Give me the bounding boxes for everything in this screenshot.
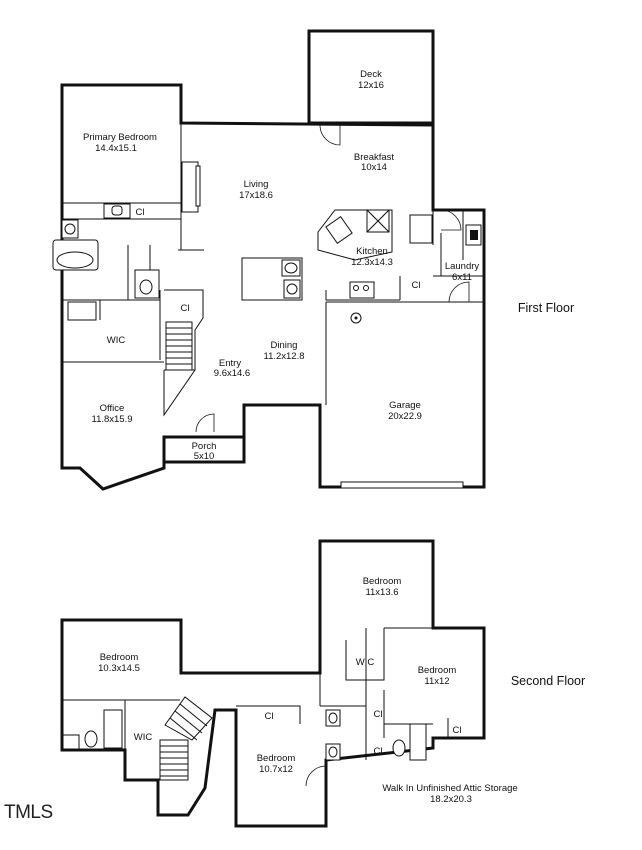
second-floor-title: Second Floor	[511, 674, 585, 688]
room-name-porch: Porch	[192, 441, 217, 452]
room-name-bedroom-2a: Bedroom	[363, 576, 402, 587]
room-size-bedroom-2c: 11x12	[424, 676, 449, 687]
closet-label-entry: Cl	[181, 303, 190, 314]
room-size-porch: 5x10	[194, 451, 215, 462]
first-floor-plan: Deck 12x16 Primary Bedroom 14.4x15.1 Bre…	[52, 29, 574, 491]
room-size-entry: 9.6x14.6	[214, 368, 250, 379]
first-floor-fixtures	[52, 161, 482, 489]
closet-label-bedroom4: Cl	[265, 711, 274, 722]
first-floor-labels: Deck 12x16 Primary Bedroom 14.4x15.1 Bre…	[83, 69, 479, 462]
wic-label-right: WIC	[356, 657, 375, 668]
room-name-bedroom-2b: Bedroom	[100, 652, 139, 663]
room-name-breakfast: Breakfast	[354, 152, 394, 163]
closet-label-upper-bath: Cl	[374, 709, 383, 720]
room-name-dining: Dining	[271, 340, 298, 351]
room-name-kitchen: Kitchen	[356, 246, 388, 257]
second-floor-outer-wall	[60, 539, 486, 828]
first-floor-stairs	[165, 321, 193, 371]
porch-walls	[162, 435, 246, 464]
first-floor-outer-wall	[60, 83, 486, 491]
second-floor-plan: Bedroom 11x13.6 Bedroom 10.3x14.5 Bedroo…	[60, 539, 585, 828]
room-name-bedroom-2d: Bedroom	[257, 753, 296, 764]
room-name-living: Living	[244, 179, 269, 190]
garage-door	[340, 481, 464, 489]
garage-water-heater	[350, 312, 362, 324]
second-floor-stairs	[159, 696, 213, 781]
first-floor-title: First Floor	[518, 301, 574, 315]
deck-walls	[307, 29, 435, 125]
second-floor-doors	[305, 765, 327, 787]
room-name-primary-bedroom: Primary Bedroom	[83, 132, 157, 143]
room-size-bedroom-2d: 10.7x12	[259, 764, 293, 775]
room-name-entry: Entry	[219, 358, 241, 369]
room-size-breakfast: 10x14	[361, 162, 387, 173]
room-name-bedroom-2c: Bedroom	[418, 665, 457, 676]
wic-label-left: WIC	[134, 732, 153, 743]
room-name-deck: Deck	[360, 69, 382, 80]
room-size-bedroom-2a: 11x13.6	[365, 587, 398, 598]
room-name-laundry: Laundry	[445, 261, 480, 272]
second-floor-labels: Bedroom 11x13.6 Bedroom 10.3x14.5 Bedroo…	[98, 576, 518, 805]
room-size-laundry: 6x11	[452, 272, 472, 283]
wic-label-first-floor: WIC	[107, 335, 126, 346]
closet-label-primary-bath: Cl	[136, 207, 145, 218]
room-size-kitchen: 12.3x14.3	[351, 257, 393, 268]
brand-logo: TMLS	[4, 802, 53, 823]
room-size-primary-bedroom: 14.4x15.1	[95, 143, 137, 154]
room-size-deck: 12x16	[358, 80, 384, 91]
first-floor-doors	[195, 124, 470, 433]
room-size-living: 17x18.6	[239, 190, 273, 201]
closet-label-upper-bath-2: Cl	[374, 746, 383, 757]
room-size-dining: 11.2x12.8	[263, 351, 304, 362]
room-size-garage: 20x22.9	[388, 411, 422, 422]
closet-label-bedroom3: Cl	[453, 725, 462, 736]
room-size-bedroom-2b: 10.3x14.5	[98, 663, 140, 674]
room-size-attic-storage: 18.2x20.3	[430, 794, 472, 805]
second-floor-fixtures	[62, 709, 427, 761]
room-name-office: Office	[100, 403, 125, 414]
room-name-attic-storage: Walk In Unfinished Attic Storage	[382, 783, 517, 794]
closet-label-laundry: Cl	[412, 280, 421, 291]
room-name-garage: Garage	[389, 400, 421, 411]
room-size-office: 11.8x15.9	[91, 414, 132, 425]
